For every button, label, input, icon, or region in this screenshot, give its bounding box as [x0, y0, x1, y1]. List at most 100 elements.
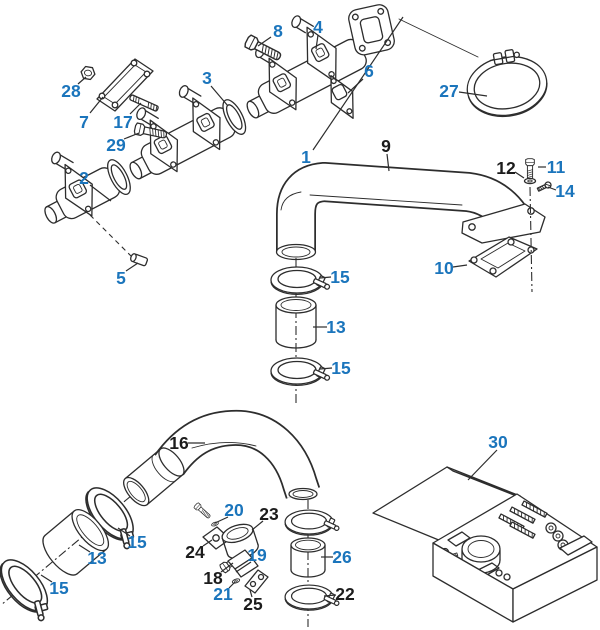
- callout-7[interactable]: 7: [79, 112, 89, 132]
- hose-clamp-15-upper: [270, 266, 334, 296]
- callout-5[interactable]: 5: [116, 268, 126, 288]
- elbow-flange: [461, 203, 546, 244]
- hump-hose-13: [275, 296, 317, 349]
- leader-line-24: [202, 539, 213, 547]
- leader-line-15: [319, 276, 332, 279]
- callout-15[interactable]: 15: [331, 358, 351, 378]
- callout-13[interactable]: 13: [87, 548, 107, 568]
- callout-23: 23: [259, 504, 279, 524]
- leader-line-4: [315, 34, 319, 50]
- leader-line-3: [210, 85, 229, 107]
- bracket-plate-25: [244, 569, 269, 594]
- callout-4[interactable]: 4: [313, 17, 323, 37]
- leader-line-15: [117, 527, 131, 537]
- leader-lines: [40, 16, 557, 598]
- bracket-washer-21: [231, 577, 241, 585]
- box-wall-right: [512, 546, 598, 623]
- callout-13[interactable]: 13: [326, 317, 346, 337]
- hose-clamp-22: [284, 584, 343, 611]
- left-hose-column: [0, 447, 185, 630]
- callout-22: 22: [335, 584, 355, 604]
- flange-centerline: [529, 186, 533, 293]
- exhaust-manifold-assembly: [44, 4, 395, 224]
- callout-21[interactable]: 21: [213, 584, 233, 604]
- connector-hose-26: [290, 537, 326, 578]
- leader-line-12: [514, 171, 525, 179]
- hose-clamp-15-lower: [270, 357, 334, 387]
- leader-line-13: [78, 544, 91, 553]
- leader-line-7: [89, 96, 104, 114]
- pipe-plug: [130, 253, 149, 267]
- leader-line-25: [249, 589, 253, 598]
- box-contents: [439, 500, 593, 581]
- manifold-outlet-flange: [348, 4, 395, 56]
- bracket-bolt-20: [193, 502, 213, 521]
- leader-line-23: [251, 520, 264, 531]
- leader-line-10: [452, 264, 468, 268]
- leader-line-20: [214, 516, 229, 524]
- callout-15[interactable]: 15: [49, 578, 69, 598]
- callout-12: 12: [496, 158, 516, 178]
- callout-10[interactable]: 10: [434, 258, 454, 278]
- mounting-nut: [80, 65, 96, 81]
- leader-line-9: [386, 153, 390, 172]
- callout-15[interactable]: 15: [330, 267, 350, 287]
- v-band-clamp: [466, 49, 548, 118]
- leader-line-29: [123, 132, 140, 140]
- leader-line-15: [319, 367, 333, 370]
- callout-29[interactable]: 29: [106, 135, 126, 155]
- callout-14[interactable]: 14: [555, 181, 575, 201]
- callout-28[interactable]: 28: [61, 81, 81, 101]
- callout-20[interactable]: 20: [224, 500, 244, 520]
- leader-line-8: [257, 36, 272, 47]
- leader-line-21: [228, 581, 236, 589]
- leader-line-15: [40, 574, 53, 583]
- leader-line-17: [129, 102, 142, 115]
- leader-line-2: [89, 184, 112, 202]
- callout-6[interactable]: 6: [364, 61, 374, 81]
- tube-end-sleeve: [123, 447, 185, 507]
- flange-screw-14: [536, 181, 552, 192]
- callout-30[interactable]: 30: [488, 432, 508, 452]
- hose-clamp-upper-right: [284, 509, 343, 536]
- leader-line-18: [220, 562, 234, 573]
- plug-alignment-line: [89, 214, 132, 257]
- manifold-gasket-6: [330, 75, 354, 119]
- leader-line-27: [458, 91, 488, 97]
- callout-11[interactable]: 11: [547, 157, 566, 177]
- leader-line-30: [467, 449, 498, 481]
- callout-24: 24: [185, 542, 205, 562]
- hardware-kit-box: [372, 466, 598, 623]
- callout-15[interactable]: 15: [127, 532, 147, 552]
- elbow-gasket: [468, 236, 538, 278]
- leader-line-22: [323, 594, 337, 597]
- callout-27[interactable]: 27: [439, 81, 458, 101]
- callout-1[interactable]: 1: [301, 147, 311, 167]
- leader-line-19: [235, 561, 252, 573]
- callout-18: 18: [203, 568, 223, 588]
- callout-3[interactable]: 3: [202, 68, 212, 88]
- callout-25: 25: [243, 594, 263, 614]
- manifold-section-center: [129, 85, 247, 180]
- bracket-hardware-group: [193, 502, 269, 594]
- callout-9: 9: [381, 136, 391, 156]
- leader-line-28: [77, 76, 87, 85]
- leader-line-6: [347, 78, 364, 94]
- callout-2[interactable]: 2: [79, 168, 89, 188]
- callout-26[interactable]: 26: [332, 547, 352, 567]
- exhaust-tube-16: [154, 409, 321, 502]
- flange-washer-12: [523, 177, 537, 185]
- callout-16: 16: [169, 433, 189, 453]
- connector-hose-13-left: [42, 509, 110, 576]
- exhaust-elbow-pipe: [275, 162, 546, 261]
- leader-line-14: [547, 186, 557, 191]
- callout-17[interactable]: 17: [113, 112, 132, 132]
- support-bracket-19: [227, 549, 259, 578]
- callout-19[interactable]: 19: [247, 545, 267, 565]
- leader-line-5: [125, 262, 139, 272]
- callout-8[interactable]: 8: [273, 21, 283, 41]
- manifold-section-front: [44, 151, 131, 224]
